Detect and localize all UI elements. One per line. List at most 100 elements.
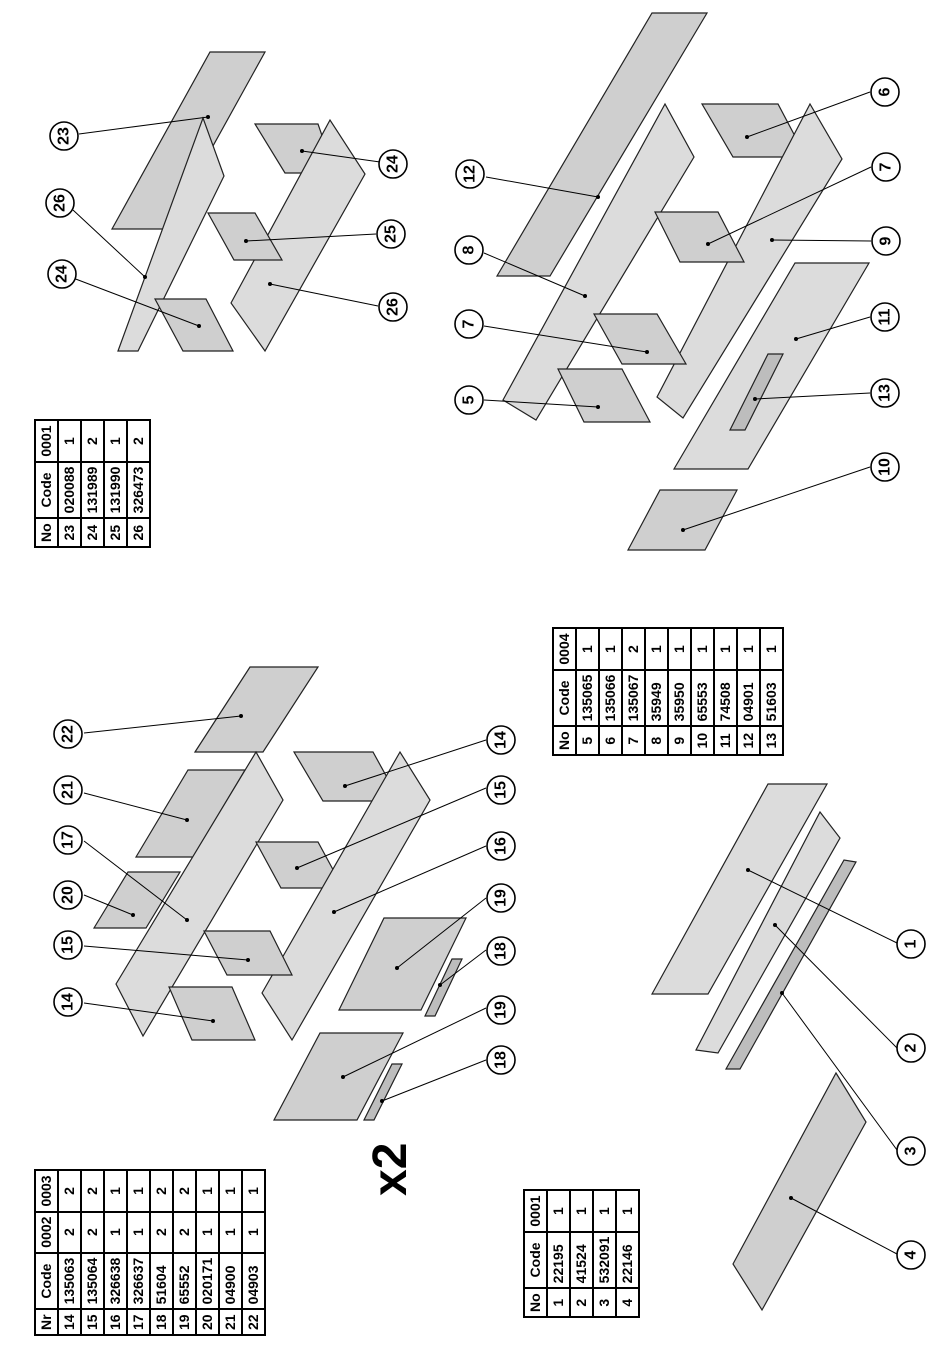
part-code-cell: 22195 [547, 1231, 570, 1289]
callout-11: 11 [870, 302, 900, 332]
quantity-cell: 1 [668, 628, 691, 670]
part-code-cell: 326637 [127, 1252, 150, 1310]
quantity-cell: 2 [81, 1170, 104, 1212]
callout-label: 10 [877, 458, 894, 476]
quantity-cell: 1 [691, 628, 714, 670]
callout-12: 12 [455, 159, 485, 189]
callout-label: 8 [461, 245, 478, 254]
callout-label: 11 [877, 308, 894, 325]
quantity-multiplier-label: x2 [364, 1142, 417, 1196]
part-code-cell: 74508 [714, 669, 737, 727]
column-header: 0001 [35, 420, 58, 462]
quantity-cell: 1 [645, 628, 668, 670]
callout-label: 4 [903, 1250, 920, 1259]
callout-3: 3 [896, 1136, 926, 1166]
quantity-cell: 1 [219, 1170, 242, 1212]
quantity-cell: 1 [714, 628, 737, 670]
callout-label: 5 [461, 395, 478, 404]
callout-7: 7 [454, 309, 484, 339]
column-header: No [524, 1288, 547, 1317]
callout-label: 26 [385, 298, 402, 316]
part-13-slot [729, 353, 784, 431]
callout-label: 9 [878, 236, 895, 245]
quantity-cell: 1 [593, 1190, 616, 1232]
callout-22: 22 [53, 719, 83, 749]
column-header: 0004 [553, 628, 576, 670]
part-16-panel [261, 750, 431, 1042]
quantity-cell: 2 [150, 1211, 173, 1253]
callout-label: 20 [60, 886, 77, 904]
column-header: 0002 [35, 1211, 58, 1253]
quantity-cell: 1 [104, 420, 127, 462]
column-header: Code [553, 669, 576, 727]
part-number-cell: 26 [127, 518, 150, 547]
part-9-panel [656, 102, 843, 419]
callout-label: 22 [60, 725, 77, 743]
leader-lines [72, 91, 898, 1255]
callout-label: 14 [60, 993, 77, 1011]
part-number-cell: 12 [737, 726, 760, 755]
part-5-panel [557, 368, 651, 423]
callout-label: 7 [461, 319, 478, 328]
column-header: No [35, 518, 58, 547]
part-25-panel [206, 212, 284, 261]
part-19-panel-lower [273, 1032, 404, 1121]
quantity-cell: 1 [737, 628, 760, 670]
part-number-cell: 14 [58, 1309, 81, 1335]
callout-label: 15 [493, 781, 510, 799]
part-code-cell: 04900 [219, 1252, 242, 1310]
column-header: Code [35, 461, 58, 519]
part-22-panel [193, 666, 320, 753]
quantity-cell: 2 [127, 420, 150, 462]
part-number-cell: 21 [219, 1309, 242, 1335]
callout-8: 8 [454, 235, 484, 265]
quantity-cell: 1 [570, 1190, 593, 1232]
part-code-cell: 135065 [576, 669, 599, 727]
quantity-cell: 1 [127, 1211, 150, 1253]
part-number-cell: 15 [81, 1309, 104, 1335]
part-number-cell: 7 [622, 726, 645, 755]
part-15-panel-lower [203, 930, 293, 976]
callout-label: 25 [383, 225, 400, 243]
callout-label: 24 [54, 265, 71, 283]
part-number-cell: 11 [714, 726, 737, 755]
column-header: Code [524, 1231, 547, 1289]
callout-16: 16 [486, 831, 516, 861]
part-number-cell: 9 [668, 726, 691, 755]
part-code-cell: 135064 [81, 1252, 104, 1310]
quantity-cell: 1 [242, 1211, 265, 1253]
callout-26: 26 [45, 188, 75, 218]
part-code-cell: 04903 [242, 1252, 265, 1310]
quantity-cell: 2 [173, 1170, 196, 1212]
quantity-cell: 2 [173, 1211, 196, 1253]
part-12-panel [495, 12, 709, 277]
assembly-group-1-4 [650, 783, 867, 1312]
quantity-cell: 1 [196, 1170, 219, 1212]
column-header: Code [35, 1252, 58, 1310]
part-code-cell: 65552 [173, 1252, 196, 1310]
part-number-cell: 19 [173, 1309, 196, 1335]
part-number-cell: 13 [760, 726, 783, 755]
quantity-cell: 2 [81, 420, 104, 462]
part-number-cell: 25 [104, 518, 127, 547]
callout-24: 24 [47, 259, 77, 289]
callout-21: 21 [53, 775, 83, 805]
callout-5: 5 [454, 385, 484, 415]
part-26-panel-back [117, 116, 225, 352]
part-3-rail [724, 859, 857, 1070]
callout-label: 26 [52, 194, 69, 212]
callout-14: 14 [53, 987, 83, 1017]
quantity-cell: 1 [58, 420, 81, 462]
callouts: 23 26 24 24 25 26 12 8 7 5 6 7 9 11 13 1… [45, 77, 926, 1270]
